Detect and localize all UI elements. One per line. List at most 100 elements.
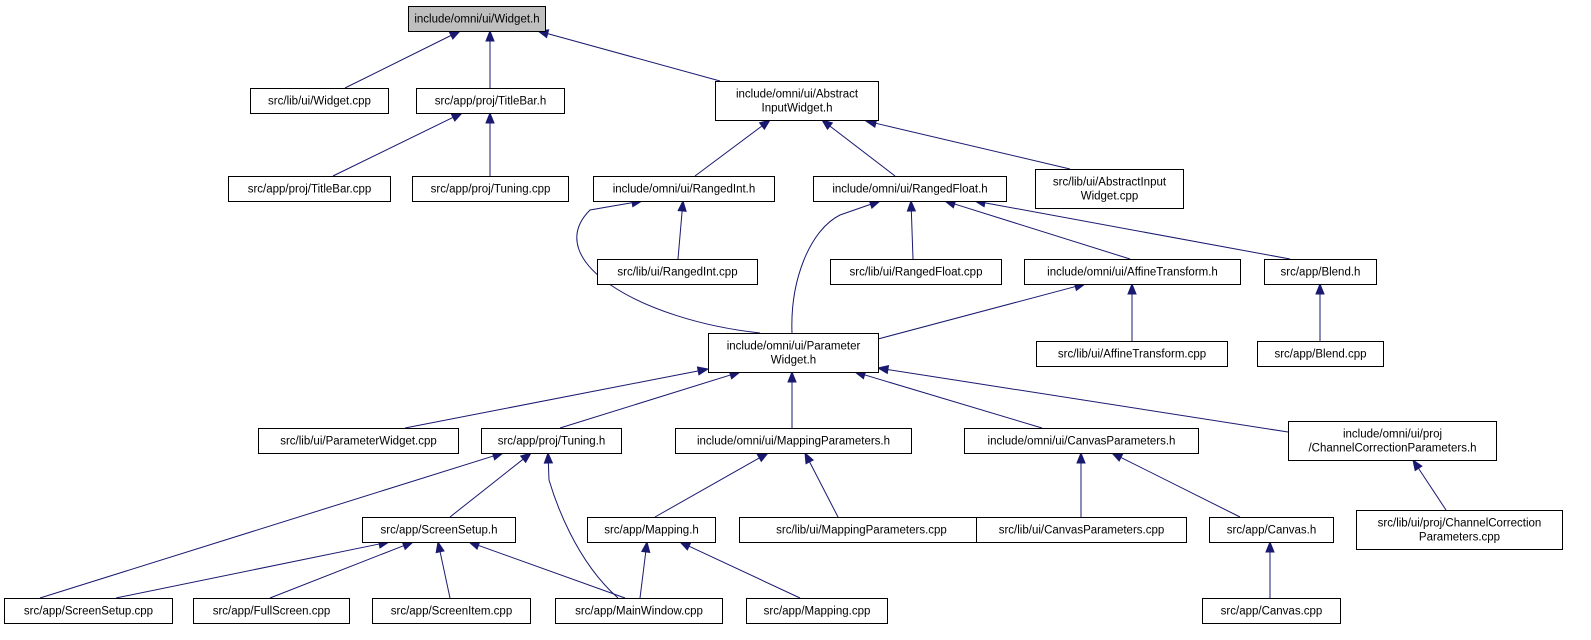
node-label: Widget.h xyxy=(771,355,816,367)
arrowhead xyxy=(876,364,890,375)
node-rangedint-h[interactable]: include/omni/ui/RangedInt.h xyxy=(593,176,775,202)
arrowhead xyxy=(820,119,834,131)
node-blend-h[interactable]: src/app/Blend.h xyxy=(1264,259,1377,285)
node-fullscreen-cpp[interactable]: src/app/FullScreen.cpp xyxy=(193,598,350,624)
node-box xyxy=(1035,169,1184,209)
node-box xyxy=(481,428,622,454)
node-label: src/app/proj/TitleBar.h xyxy=(435,96,546,108)
node-canvasparams-h[interactable]: include/omni/ui/CanvasParameters.h xyxy=(964,428,1199,454)
edge-mainwindow_cpp-to-mapping_h xyxy=(639,540,651,599)
node-label: src/app/ScreenItem.cpp xyxy=(391,606,512,618)
arrowhead xyxy=(906,199,917,212)
node-label: src/app/ScreenSetup.h xyxy=(381,525,498,537)
node-blend-cpp[interactable]: src/app/Blend.cpp xyxy=(1257,341,1384,367)
arrowhead xyxy=(1412,458,1423,472)
node-label: include/omni/ui/RangedInt.h xyxy=(613,184,756,196)
edge-screenitem_cpp-to-screensetup_h xyxy=(435,540,451,599)
edge-tuning_cpp-to-titlebar_h xyxy=(485,111,495,176)
edge-channel_h-to-param_h xyxy=(876,364,1289,433)
edge-mapping_cpp-to-mapping_h xyxy=(678,541,801,599)
node-box xyxy=(193,598,350,624)
node-box xyxy=(408,6,546,32)
node-mainwindow-cpp[interactable]: src/app/MainWindow.cpp xyxy=(555,598,723,624)
node-box xyxy=(587,517,716,543)
edge-titlebar_cpp-to-titlebar_h xyxy=(332,112,464,177)
arrowhead xyxy=(401,541,415,551)
node-screenitem-cpp[interactable]: src/app/ScreenItem.cpp xyxy=(372,598,531,624)
node-label: src/lib/ui/CanvasParameters.cpp xyxy=(999,525,1165,537)
node-screensetup-h[interactable]: src/app/ScreenSetup.h xyxy=(362,517,516,543)
node-tuning-h[interactable]: src/app/proj/Tuning.h xyxy=(481,428,622,454)
edge-blend_cpp-to-blend_h xyxy=(1315,282,1325,341)
node-box xyxy=(412,176,569,202)
edge-titlebar_h-to-widget_h xyxy=(485,29,495,88)
node-box xyxy=(416,88,565,114)
node-label: src/app/MainWindow.cpp xyxy=(575,606,703,618)
node-rangedint-cpp[interactable]: src/lib/ui/RangedInt.cpp xyxy=(597,259,758,285)
node-mappingparams-h[interactable]: include/omni/ui/MappingParameters.h xyxy=(675,428,912,454)
node-screensetup-cpp[interactable]: src/app/ScreenSetup.cpp xyxy=(4,598,173,624)
node-mappingparams-cpp[interactable]: src/lib/ui/MappingParameters.cpp xyxy=(739,517,984,543)
node-label: src/app/proj/Tuning.cpp xyxy=(431,184,551,196)
node-box xyxy=(1209,517,1334,543)
node-label: src/app/Blend.cpp xyxy=(1274,349,1366,361)
node-canvasparams-cpp[interactable]: src/lib/ui/CanvasParameters.cpp xyxy=(976,517,1187,543)
node-label: src/app/Mapping.h xyxy=(604,525,699,537)
arrowhead xyxy=(1076,451,1086,464)
node-titlebar-h[interactable]: src/app/proj/TitleBar.h xyxy=(416,88,565,114)
edge-rangedfloat_h-to-abstract_h xyxy=(820,119,896,177)
arrowhead xyxy=(677,199,687,212)
node-affine-cpp[interactable]: src/lib/ui/AffineTransform.cpp xyxy=(1036,341,1228,367)
node-mapping-cpp[interactable]: src/app/Mapping.cpp xyxy=(746,598,888,624)
node-label: InputWidget.h xyxy=(762,103,833,115)
edge-mappingparams_cpp-to-mappingparams_h xyxy=(804,451,839,518)
edge-abstract_cpp-to-abstract_h xyxy=(864,118,1071,170)
node-box xyxy=(250,88,389,114)
arrowhead xyxy=(485,111,495,124)
arrowhead xyxy=(804,451,815,465)
node-canvas-h[interactable]: src/app/Canvas.h xyxy=(1209,517,1334,543)
node-widget-cpp[interactable]: src/lib/ui/Widget.cpp xyxy=(250,88,389,114)
node-box xyxy=(830,259,1002,285)
node-label: Parameters.cpp xyxy=(1419,532,1500,544)
node-label: src/lib/ui/AbstractInput xyxy=(1053,177,1167,189)
edge-canvas_cpp-to-canvas_h xyxy=(1265,540,1275,598)
node-channel-cpp[interactable]: src/lib/ui/proj/ChannelCorrectionParamet… xyxy=(1356,510,1563,550)
node-param-cpp[interactable]: src/lib/ui/ParameterWidget.cpp xyxy=(258,428,459,454)
edge-tuning_h-to-param_h xyxy=(559,370,742,429)
arrowhead xyxy=(696,366,710,376)
node-rangedfloat-h[interactable]: include/omni/ui/RangedFloat.h xyxy=(813,176,1007,202)
node-channel-h[interactable]: include/omni/ui/proj/ChannelCorrectionPa… xyxy=(1288,421,1497,461)
edge-param_h-to-affine_h xyxy=(877,282,1087,340)
node-box xyxy=(4,598,173,624)
node-label: src/lib/ui/ParameterWidget.cpp xyxy=(280,436,437,448)
node-box xyxy=(675,428,912,454)
node-tuning-cpp[interactable]: src/app/proj/Tuning.cpp xyxy=(412,176,569,202)
node-box xyxy=(715,81,879,121)
node-label: include/omni/ui/Abstract xyxy=(736,89,859,101)
node-box xyxy=(228,176,391,202)
edge-rangedfloat_cpp-to-rangedfloat_h xyxy=(906,199,917,260)
node-rangedfloat-cpp[interactable]: src/lib/ui/RangedFloat.cpp xyxy=(830,259,1002,285)
node-canvas-cpp[interactable]: src/app/Canvas.cpp xyxy=(1202,598,1341,624)
node-label: src/app/Canvas.h xyxy=(1227,525,1317,537)
node-label: src/app/Canvas.cpp xyxy=(1221,606,1323,618)
node-titlebar-cpp[interactable]: src/app/proj/TitleBar.cpp xyxy=(228,176,391,202)
arrowhead xyxy=(1127,282,1137,295)
edge-screensetup_cpp-to-tuning_h xyxy=(39,451,505,599)
node-label: include/omni/ui/CanvasParameters.h xyxy=(988,436,1176,448)
node-box xyxy=(739,517,984,543)
node-widget-h[interactable]: include/omni/ui/Widget.h xyxy=(408,6,546,32)
node-box xyxy=(976,517,1187,543)
arrowhead xyxy=(1110,452,1124,462)
edge-canvasparams_h-to-param_h xyxy=(853,370,1043,429)
edge-affine_cpp-to-affine_h xyxy=(1127,282,1137,341)
node-param-h[interactable]: include/omni/ui/ParameterWidget.h xyxy=(708,333,879,373)
node-label: include/omni/ui/MappingParameters.h xyxy=(697,436,890,448)
edge-mainwindow_cpp-to-screensetup_h xyxy=(467,541,626,599)
node-affine-h[interactable]: include/omni/ui/AffineTransform.h xyxy=(1024,259,1241,285)
node-mapping-h[interactable]: src/app/Mapping.h xyxy=(587,517,716,543)
edge-widget_cpp-to-widget_h xyxy=(344,30,462,89)
